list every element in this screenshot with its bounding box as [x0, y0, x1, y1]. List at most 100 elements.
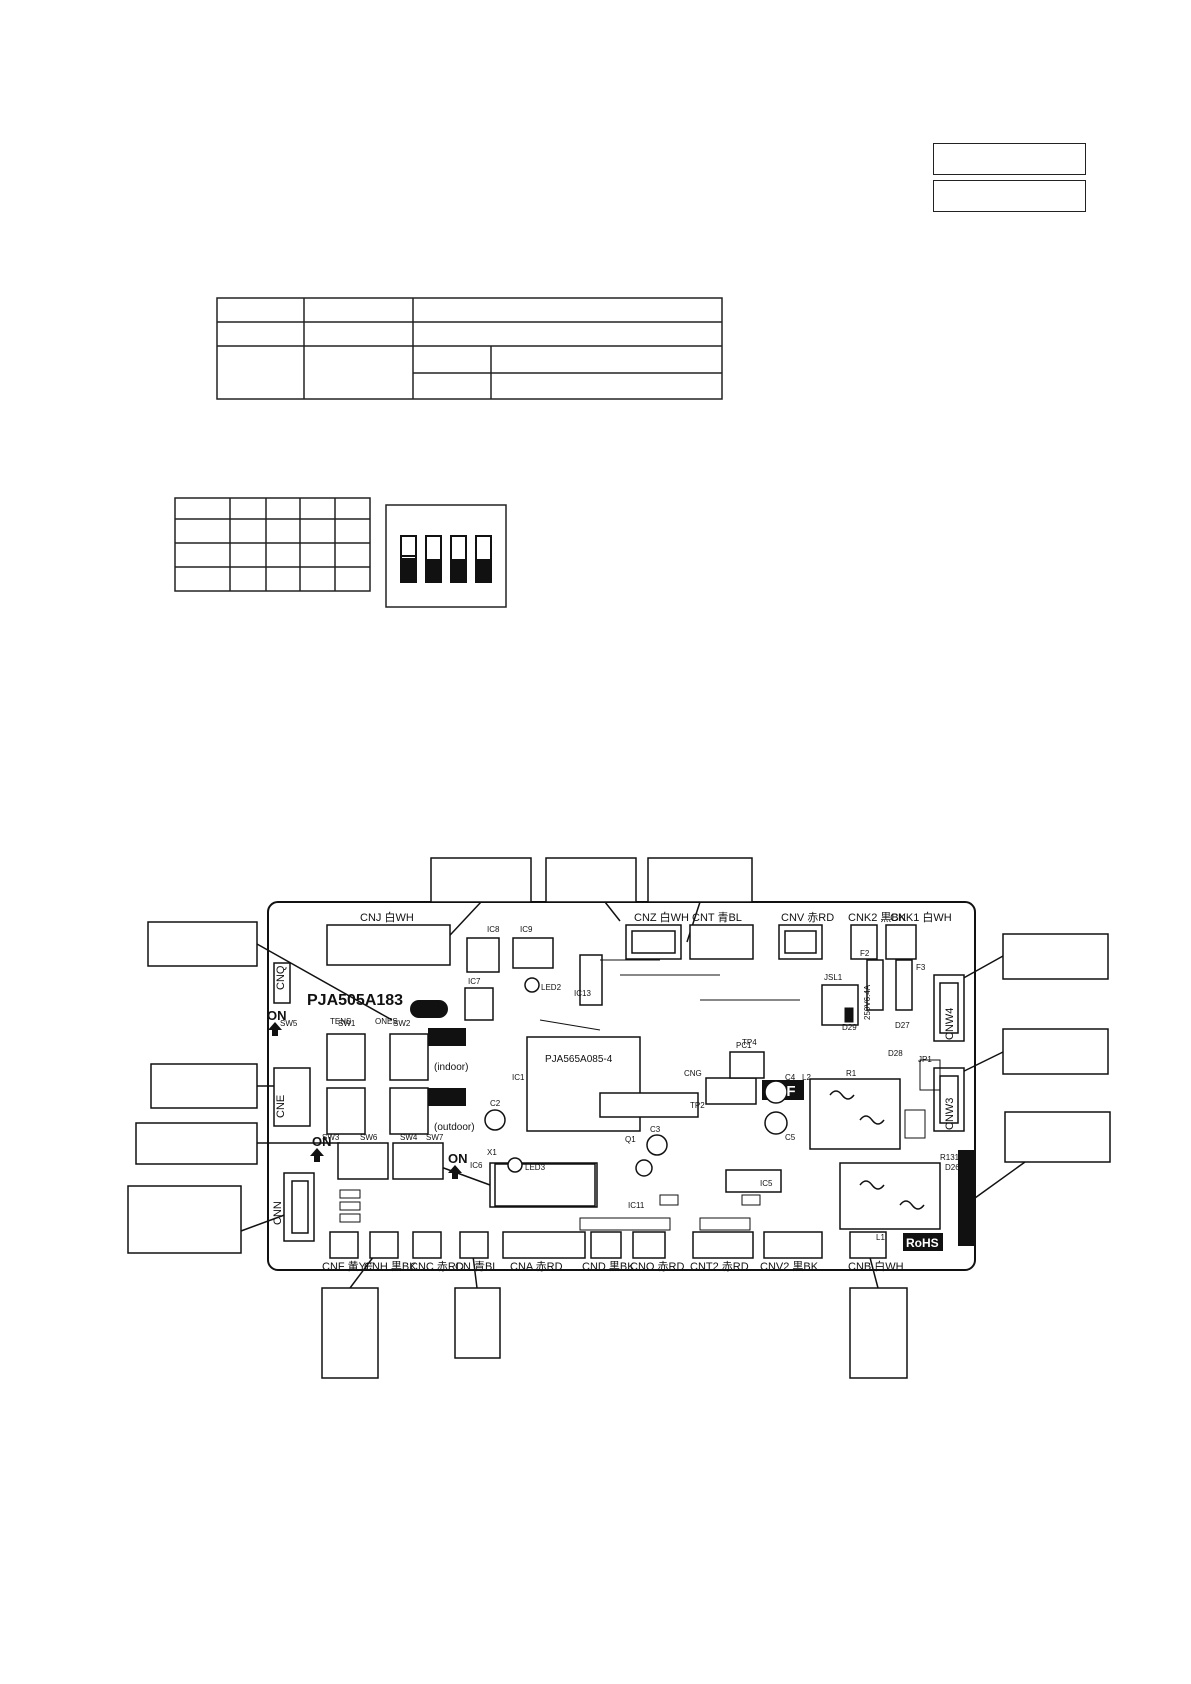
cnw3-connector: [933, 1067, 965, 1132]
label-ic8: IC8: [487, 925, 500, 934]
rohs-mark: RoHS: [906, 1236, 939, 1250]
label-jp1: JP1: [918, 1055, 932, 1064]
label-cnz: CNZ 白WH: [634, 910, 689, 924]
f2-fuse: [866, 959, 884, 1011]
c-misc-1: [635, 1159, 653, 1177]
cnk2-connector: [850, 924, 878, 960]
on-label-sw6: ON: [312, 1134, 332, 1149]
dip-switch-table: [174, 497, 371, 592]
cna-connector: [502, 1231, 586, 1259]
d26-black-bar: [958, 1150, 975, 1246]
c3-capacitor: [646, 1134, 668, 1156]
label-cnn: CNN: [272, 1201, 284, 1225]
callout-cnh: [321, 1287, 379, 1379]
label-ones: ONES: [375, 1017, 398, 1026]
chip-label: PJA565A085-4: [545, 1054, 613, 1065]
label-cnt: CNT 青BL: [692, 911, 742, 924]
p6f-mark: P6F: [768, 1083, 796, 1100]
label-cng: CNG: [684, 1069, 702, 1078]
cnz-connector: [625, 924, 682, 960]
l2-transformer: [809, 1078, 901, 1150]
label-d27: D27: [895, 1021, 910, 1030]
label-cnt2-bottom: CNT2 赤RD: [690, 1260, 749, 1273]
cne-connector: [273, 1067, 311, 1127]
indoor-label-box: [428, 1028, 466, 1046]
label-f3: F3: [916, 963, 926, 972]
dip-switch-illustration: [385, 504, 507, 608]
cnw4-connector: [933, 974, 965, 1042]
label-cnq: CNQ: [275, 965, 287, 990]
label-c4: C4: [785, 1073, 796, 1082]
ic9-chip: [512, 937, 554, 969]
label-tp2: TP2: [690, 1101, 705, 1110]
label-cnw3: CNW3: [944, 1098, 956, 1130]
led2: [524, 977, 540, 993]
cno-connector: [632, 1231, 666, 1259]
blank-label-box-2: [933, 180, 1086, 212]
label-sw2: SW2: [393, 1019, 411, 1028]
label-sw6: SW6: [360, 1133, 378, 1142]
label-cne: CNE: [275, 1095, 287, 1118]
on-arrow-sw5: [268, 1022, 282, 1036]
ic5-chip: [725, 1169, 782, 1193]
label-cnv: CNV 赤RD: [781, 911, 834, 924]
led3: [507, 1157, 523, 1173]
callout-d26: [1004, 1111, 1111, 1163]
ic7-chip: [464, 987, 494, 1021]
callout-cn-bl: [454, 1287, 501, 1359]
on-arrow-sw7: [448, 1165, 462, 1179]
label-c3: C3: [650, 1125, 661, 1134]
indoor-label: (indoor): [434, 1062, 468, 1073]
label-c5: C5: [785, 1133, 796, 1142]
callout-cnz: [545, 857, 637, 903]
cnk1-connector: [885, 924, 917, 960]
oval-crystal: [410, 1000, 448, 1018]
label-q1: Q1: [625, 1135, 636, 1144]
label-x1: X1: [487, 1148, 497, 1157]
label-r131: R131: [940, 1153, 960, 1162]
label-ic1: IC1: [512, 1073, 525, 1082]
label-sw5: SW5: [280, 1019, 298, 1028]
c2-capacitor: [484, 1109, 506, 1131]
blank-spec-table: [216, 297, 723, 400]
callout-sw6: [135, 1122, 258, 1165]
label-cn-bottom: CN 青BL: [455, 1260, 498, 1273]
cnt2-connector: [692, 1231, 754, 1259]
cnb-connector: [849, 1231, 887, 1259]
sw2-block: [389, 1033, 429, 1081]
callout-cnn: [127, 1185, 242, 1254]
label-ic6: IC6: [470, 1161, 483, 1170]
cnn-connector: [283, 1172, 315, 1242]
label-cnj: CNJ 白WH: [360, 910, 414, 924]
label-l2: L2: [802, 1073, 811, 1082]
label-cnv2-bottom: CNV2 黒BK: [760, 1260, 819, 1273]
label-d29: D29: [842, 1023, 857, 1032]
label-ic13: IC13: [574, 989, 591, 998]
sw4-block: [389, 1087, 429, 1135]
label-cnb-bottom: CNB 白WH: [848, 1259, 904, 1273]
tp2-box: [599, 1092, 699, 1118]
on-arrow-sw6: [310, 1148, 324, 1162]
cnt-connector: [689, 924, 754, 960]
label-cnw4: CNW4: [944, 1008, 956, 1040]
outdoor-label-box: [428, 1088, 466, 1106]
label-pc1: PC1: [736, 1041, 752, 1050]
sw6-block: [337, 1142, 389, 1180]
label-cnf-bottom: CNF 黄YE: [322, 1259, 373, 1273]
callout-sw-indoor: [147, 921, 258, 967]
label-led2: LED2: [541, 983, 562, 992]
sw1-block: [326, 1033, 366, 1081]
cnd-connector: [590, 1231, 622, 1259]
label-sw3: SW3: [322, 1133, 340, 1142]
label-cna-bottom: CNA 赤RD: [510, 1260, 563, 1273]
c4-capacitor: [764, 1080, 788, 1104]
ic8-chip: [466, 937, 500, 973]
l1-transformer: [839, 1162, 941, 1230]
on-label-sw7: ON: [448, 1151, 468, 1166]
label-cno-bottom: CNO 赤RD: [630, 1260, 684, 1273]
label-jsl1: JSL1: [824, 973, 843, 982]
